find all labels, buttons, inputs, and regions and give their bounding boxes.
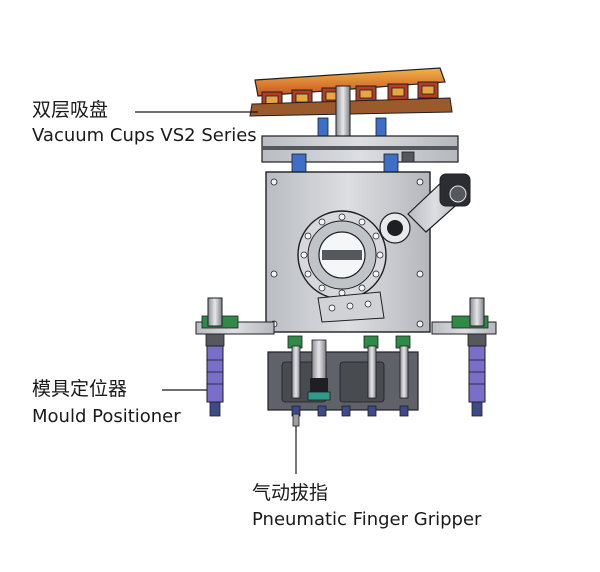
vacuum-cups-label-zh: 双层吸盘 bbox=[32, 99, 109, 121]
finger-gripper-assembly bbox=[267, 335, 419, 427]
main-body bbox=[265, 171, 471, 333]
mould-positioner-right bbox=[431, 297, 497, 417]
mould-positioner-label-zh: 模具定位器 bbox=[32, 378, 128, 400]
finger-gripper-label-zh: 气动拔指 bbox=[252, 482, 329, 504]
top-mounting-bar bbox=[261, 135, 459, 173]
elbow-fitting bbox=[407, 173, 471, 233]
mould-positioner-label-en: Mould Positioner bbox=[32, 406, 181, 427]
mould-positioner-left bbox=[195, 297, 275, 417]
finger-gripper-label-en: Pneumatic Finger Gripper bbox=[252, 509, 482, 530]
vacuum-cup-plate bbox=[254, 67, 446, 97]
vacuum-cups-assembly bbox=[249, 67, 453, 137]
vacuum-cups-label-en: Vacuum Cups VS2 Series bbox=[32, 125, 257, 146]
gripper-finger bbox=[292, 413, 300, 427]
vacuum-center-post bbox=[335, 85, 351, 137]
